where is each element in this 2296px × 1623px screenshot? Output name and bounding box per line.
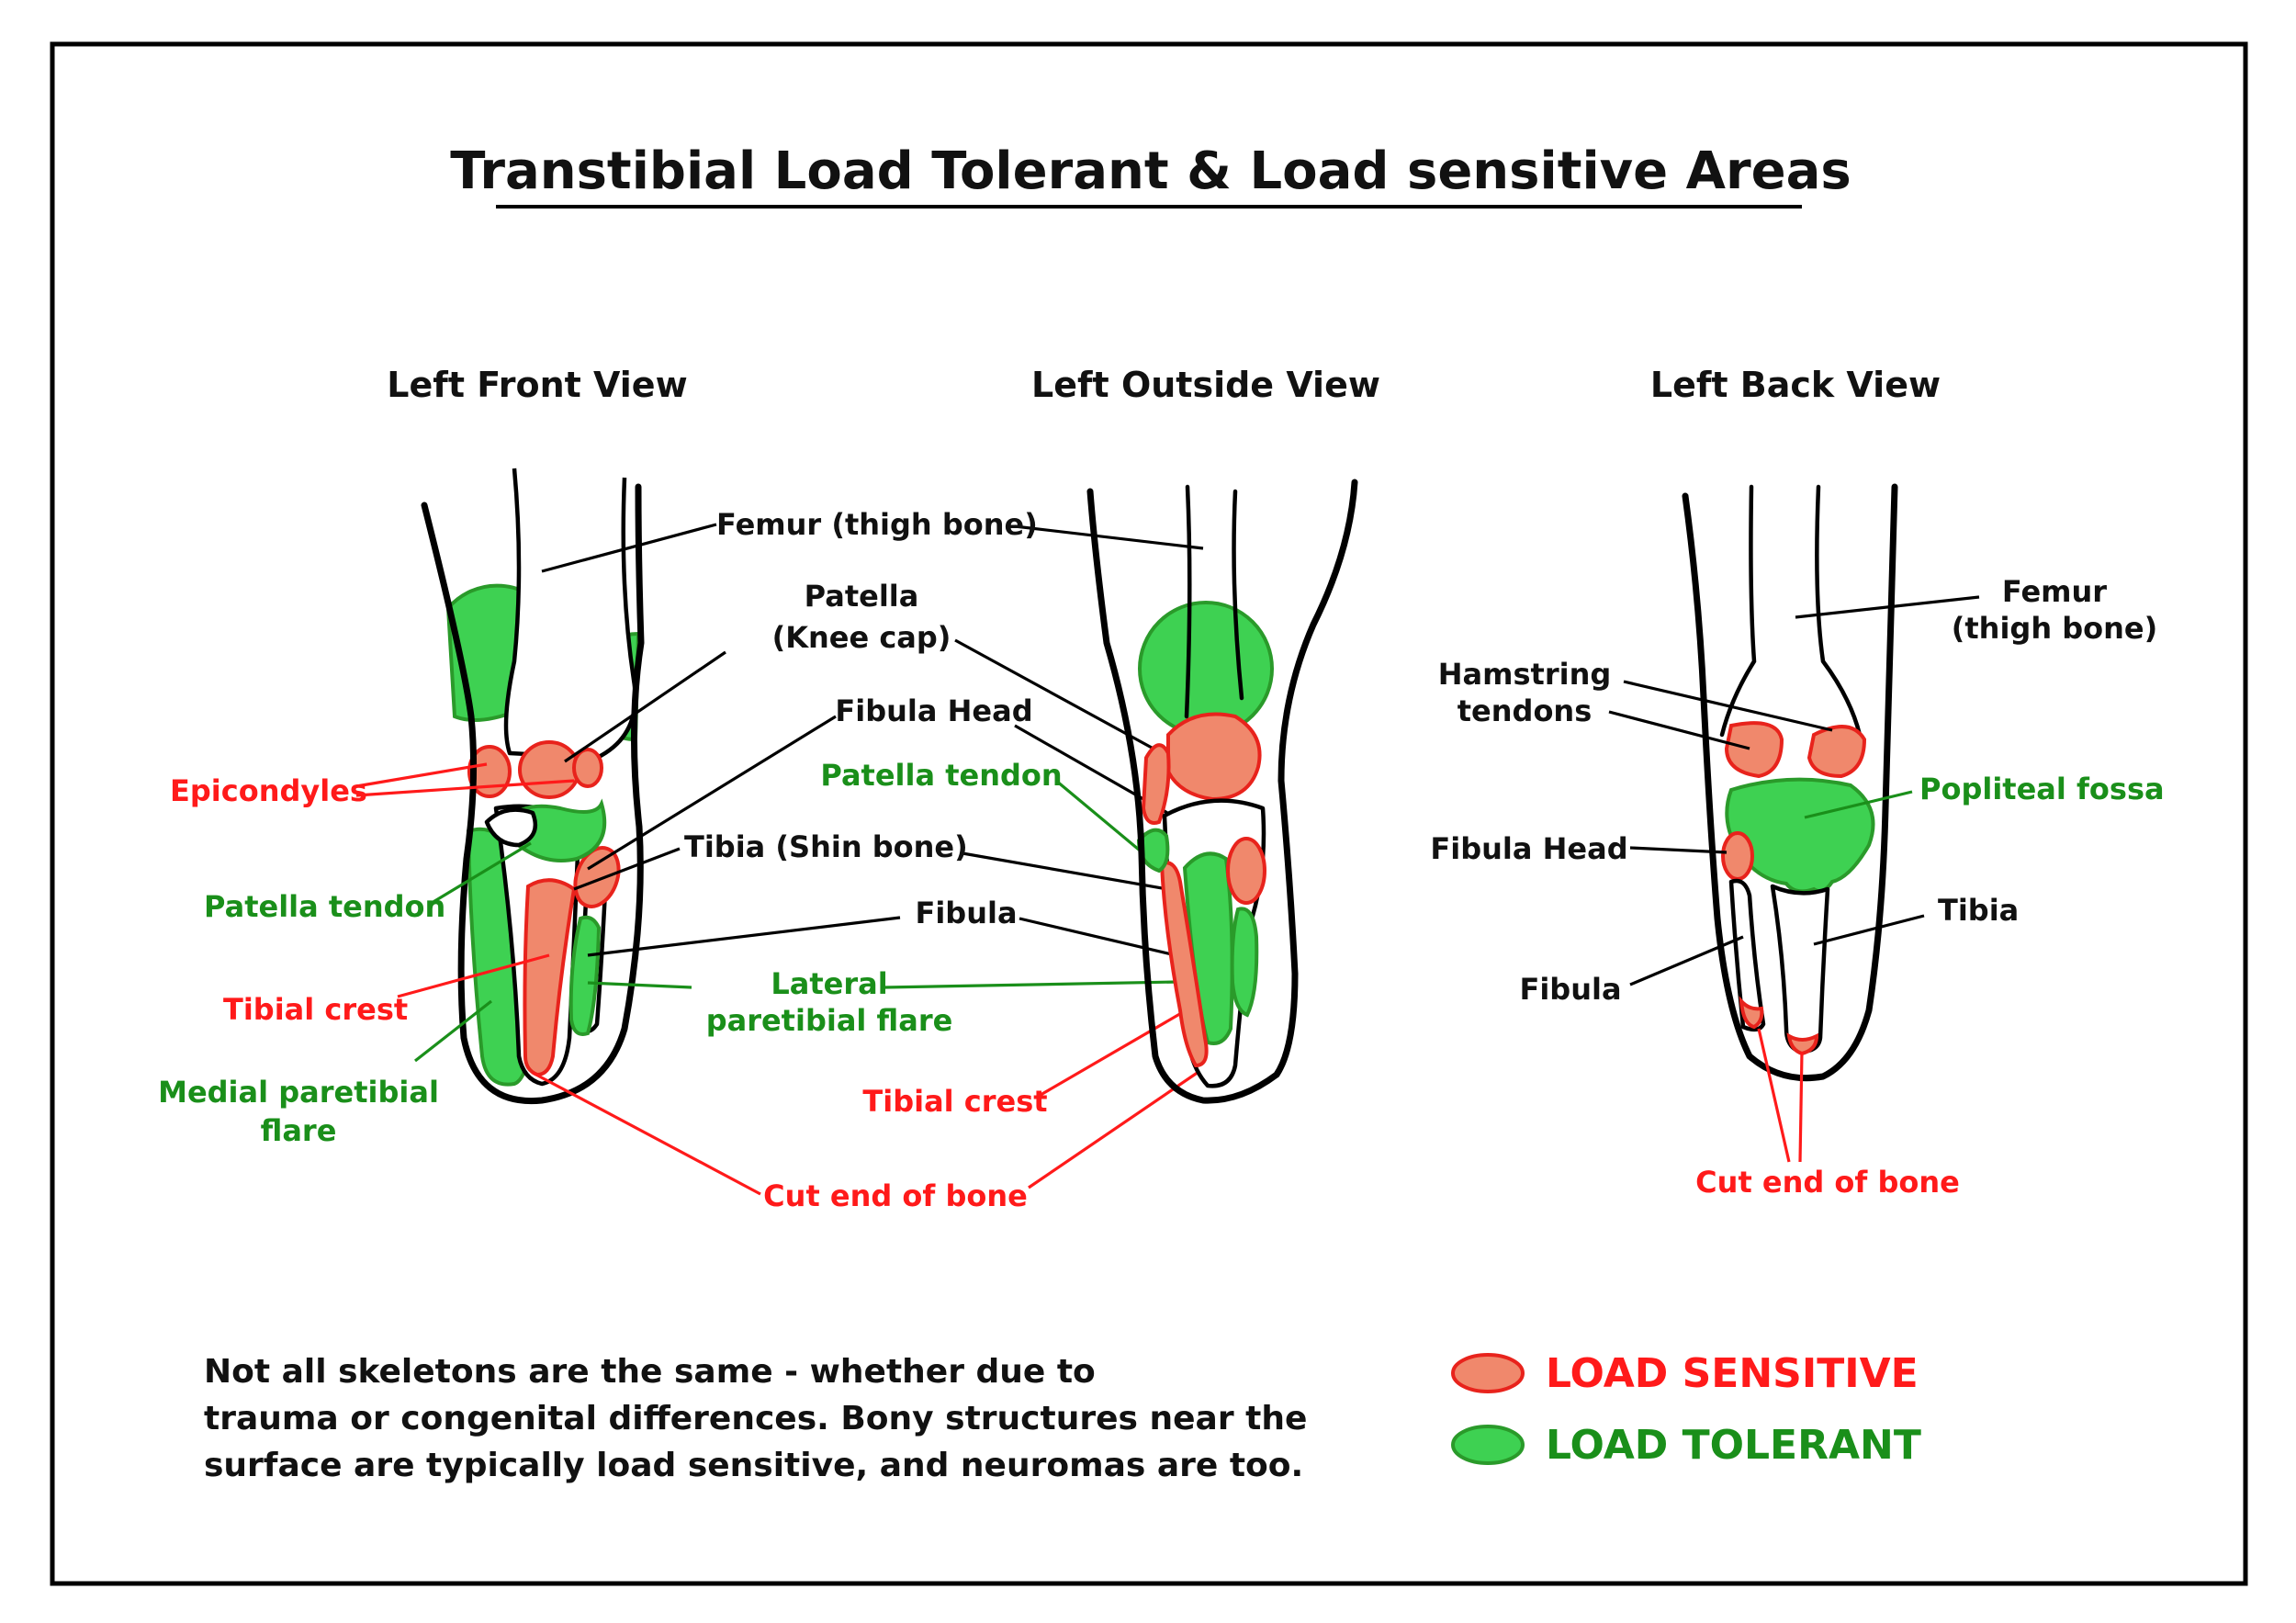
outside-fibula-head [1226,837,1266,905]
view-title-back: Left Back View [1650,365,1941,405]
back-popliteal-fossa [1725,777,1875,894]
label-tibial-crest-front: Tibial crest [223,992,408,1027]
label-femur-back-2: (thigh bone) [1952,611,2158,646]
legend-sensitive-swatch [1451,1353,1525,1393]
label-hamstring-2: tendons [1458,693,1593,728]
leader-epicondyles-2 [355,779,575,797]
front-leg-outline [421,483,645,1105]
back-fibula-cut-end [1739,996,1764,1030]
leader-medial-flare-front [414,999,492,1063]
leader-fibula-front [587,916,901,957]
front-fibula-head [573,846,621,908]
front-epicondyle-left [467,745,512,798]
label-medial-flare-2: flare [261,1113,337,1148]
outside-femur-line-right [1232,489,1244,701]
back-fibula-head [1721,831,1754,881]
leader-patella-front [564,650,726,763]
outside-lateral-flare [1230,907,1259,1018]
label-fibula-head-back: Fibula Head [1430,831,1627,866]
leader-fibula-head-back [1629,846,1728,854]
back-view [1682,483,1898,1082]
label-epicondyles: Epicondyles [170,773,367,808]
leader-cut-end-outside [1028,1054,1222,1189]
label-patella-tendon-front: Patella tendon [204,889,445,924]
label-popliteal: Popliteal fossa [1919,772,2165,806]
label-lateral-flare-1: Lateral [771,966,887,1001]
label-hamstring-1: Hamstring [1438,657,1612,692]
front-view [421,468,645,1105]
label-fibula-back: Fibula [1519,972,1621,1007]
page-frame [50,41,2248,1586]
front-lateral-paretibial-flare [568,915,602,1036]
leader-femur-front [541,523,717,573]
back-femur-line-left [1719,484,1757,738]
legend-sensitive-label: LOAD SENSITIVE [1546,1350,1919,1397]
legend: LOAD SENSITIVE LOAD TOLERANT [1451,1350,1921,1469]
front-femur [503,468,637,761]
label-patella-tendon-outside: Patella tendon [820,758,1062,793]
label-lateral-flare-2: paretibial flare [706,1003,953,1038]
leader-popliteal [1804,790,1913,819]
back-leg-outline [1682,483,1898,1082]
label-patella-1: Patella [805,579,919,614]
front-epicondyle-right [572,748,603,788]
legend-tolerant-label: LOAD TOLERANT [1546,1422,1921,1469]
leader-hamstring-1 [1623,680,1833,732]
leader-fibula-head-front [587,715,837,871]
leader-femur-back [1795,595,1980,619]
view-title-outside: Left Outside View [1031,365,1380,405]
leader-epicondyles-1 [355,762,488,788]
label-femur-front: Femur (thigh bone) [716,507,1038,542]
leader-hamstring-2 [1608,710,1750,750]
leader-femur-outside [1014,524,1204,550]
note-line-3: surface are typically load sensitive, an… [204,1447,1303,1484]
label-patella-2: (Knee cap) [772,620,951,655]
back-fibula [1728,878,1766,1032]
page-title: Transtibial Load Tolerant & Load sensiti… [450,141,1851,201]
label-tibia-front: Tibia (Shin bone) [684,829,968,864]
leader-patella-tendon-front [431,841,532,905]
leader-patella-tendon-outside [1054,779,1141,851]
back-hamstring-tendon-left [1724,721,1784,779]
label-fibula-head-front: Fibula Head [835,693,1032,728]
label-fibula-front: Fibula [915,896,1017,930]
leader-cut-end-front [532,1071,761,1196]
leader-lateral-flare-outside [884,979,1227,989]
back-tibia [1770,884,1830,1054]
front-condyle-left [484,807,538,848]
outside-view [1086,479,1358,1104]
view-title-front: Left Front View [387,365,687,405]
leader-cut-end-back-2 [1798,1051,1804,1163]
leader-cut-end-back-1 [1757,1028,1791,1163]
legend-tolerant-swatch [1451,1425,1525,1465]
back-hamstring-tendon-right [1806,725,1867,779]
outside-leg-outline-back [1086,479,1358,1104]
note-line-2: trauma or congenital differences. Bony s… [204,1400,1307,1437]
leader-tibia-back [1813,914,1925,946]
label-cut-end-back: Cut end of bone [1695,1165,1960,1200]
leader-lateral-flare-front [587,981,692,989]
outside-patella [1141,743,1171,825]
leader-tibial-crest-outside [1040,1004,1195,1097]
outside-femur-line-left [1184,484,1192,719]
back-femur-line-right [1815,484,1863,738]
outside-tibial-crest [1159,861,1209,1068]
leader-tibia-front [573,847,681,891]
front-patella [518,740,580,799]
note-line-1: Not all skeletons are the same - whether… [204,1353,1096,1391]
leader-tibial-crest-front [397,953,550,998]
label-tibial-crest-outside: Tibial crest [862,1084,1047,1119]
label-femur-back-1: Femur [2002,574,2107,609]
leader-fibula-back [1629,935,1744,986]
label-cut-end-front: Cut end of bone [763,1178,1028,1213]
back-tibia-cut-end [1786,1032,1819,1056]
label-medial-flare-1: Medial paretibial [158,1075,439,1110]
outside-femur-condyle [1166,712,1262,802]
label-tibia-back: Tibia [1938,893,2019,928]
